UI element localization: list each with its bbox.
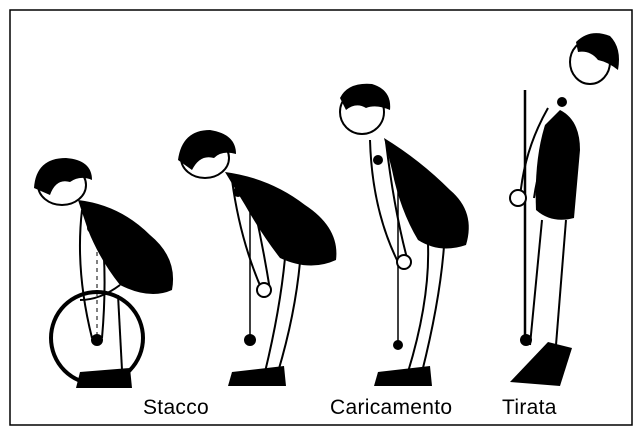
caption-stacco: Stacco [143, 396, 209, 420]
lifter-figure-caricamento [340, 84, 469, 386]
bar-point [393, 340, 403, 350]
torso [225, 172, 336, 266]
bar-point [520, 334, 532, 346]
shoulder-joint [557, 97, 567, 107]
back-leg [530, 220, 542, 345]
hand-joint [397, 255, 411, 269]
shin [118, 295, 122, 370]
hand-joint [510, 190, 526, 206]
hand-joint [257, 283, 271, 297]
shoulder-joint [233, 187, 243, 197]
shoe [228, 366, 286, 386]
shoulder-joint [87, 223, 97, 233]
torso [78, 200, 173, 294]
caption-tirata: Tirata [502, 396, 557, 420]
hair [340, 84, 390, 110]
front-leg [556, 220, 566, 345]
front-leg [278, 262, 300, 372]
lifter-figure-tirata [510, 33, 619, 386]
shoe [374, 366, 432, 386]
lifter-figure-stacco [178, 130, 336, 386]
caption-caricamento: Caricamento [330, 396, 452, 420]
shoe [510, 342, 572, 386]
shoulder-joint [373, 155, 383, 165]
bar-point [244, 334, 256, 346]
torso [384, 138, 469, 249]
lifter-figure-start [34, 158, 173, 388]
torso [536, 110, 580, 220]
shoe [76, 368, 132, 388]
front-leg [422, 246, 444, 372]
